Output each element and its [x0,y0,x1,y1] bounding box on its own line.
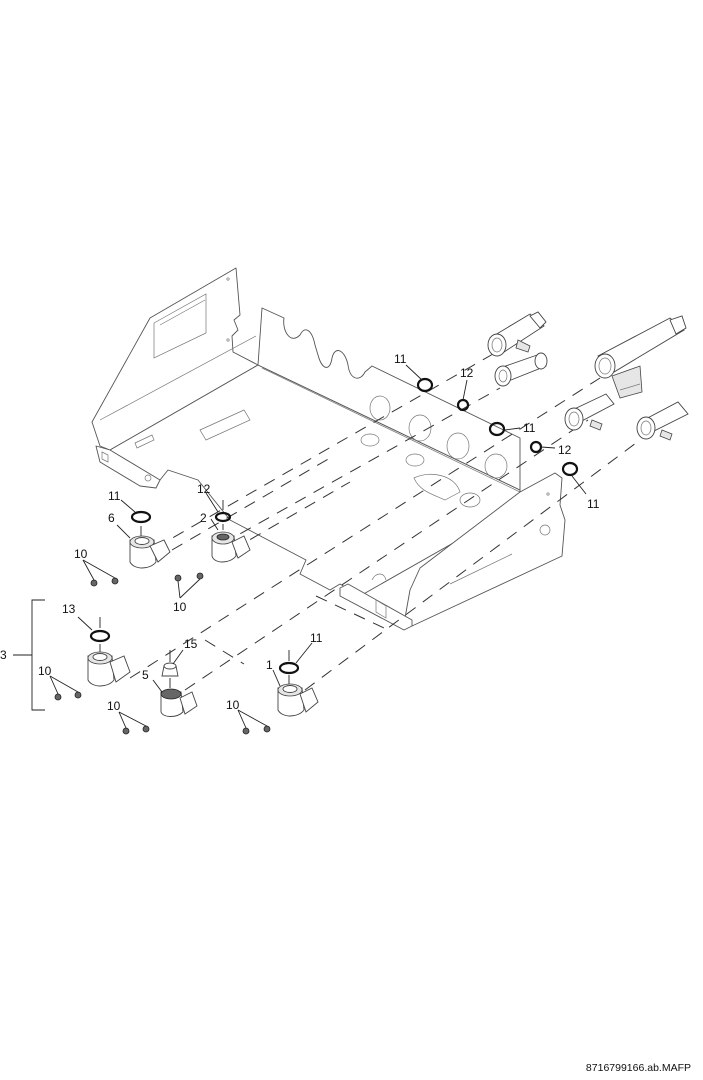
callout-6: 6 [108,511,115,525]
document-reference-code: 8716799166.ab.MAFP [585,1062,691,1074]
callout-3: 3 [0,648,7,662]
callout-10: 10 [74,547,88,561]
fitting-1 [277,650,319,717]
callout-10: 10 [173,600,187,614]
callout-5: 5 [142,668,149,682]
callout-11: 11 [523,421,536,435]
pipe-union [494,352,548,387]
fitting-3 [87,617,131,687]
callout-2: 2 [200,511,207,525]
callout-11: 11 [587,497,600,511]
callout-12: 12 [558,443,572,457]
callout-13: 13 [62,602,76,616]
callout-labels: 11 12 11 12 11 11 6 12 2 10 10 13 3 10 1… [0,352,600,713]
callout-10: 10 [38,664,52,678]
fitting-5 [160,650,198,717]
tee-valve [594,315,687,399]
callout-11: 11 [394,352,407,366]
callout-11: 11 [108,489,121,503]
fitting-2 [211,500,251,563]
valve-upper-left [487,311,547,357]
mounting-bracket [91,267,566,631]
callout-10: 10 [226,698,240,712]
callout-11: 11 [310,631,323,645]
valve-lower-mid [564,393,615,431]
fitting-6 [129,510,171,569]
callout-12: 12 [197,482,211,496]
callout-15: 15 [184,637,198,651]
callout-10: 10 [107,699,121,713]
assembly-lines [129,349,641,691]
leader-lines [13,364,587,729]
callout-12: 12 [460,366,474,380]
valve-lower-right [636,401,689,441]
callout-1: 1 [266,658,273,672]
